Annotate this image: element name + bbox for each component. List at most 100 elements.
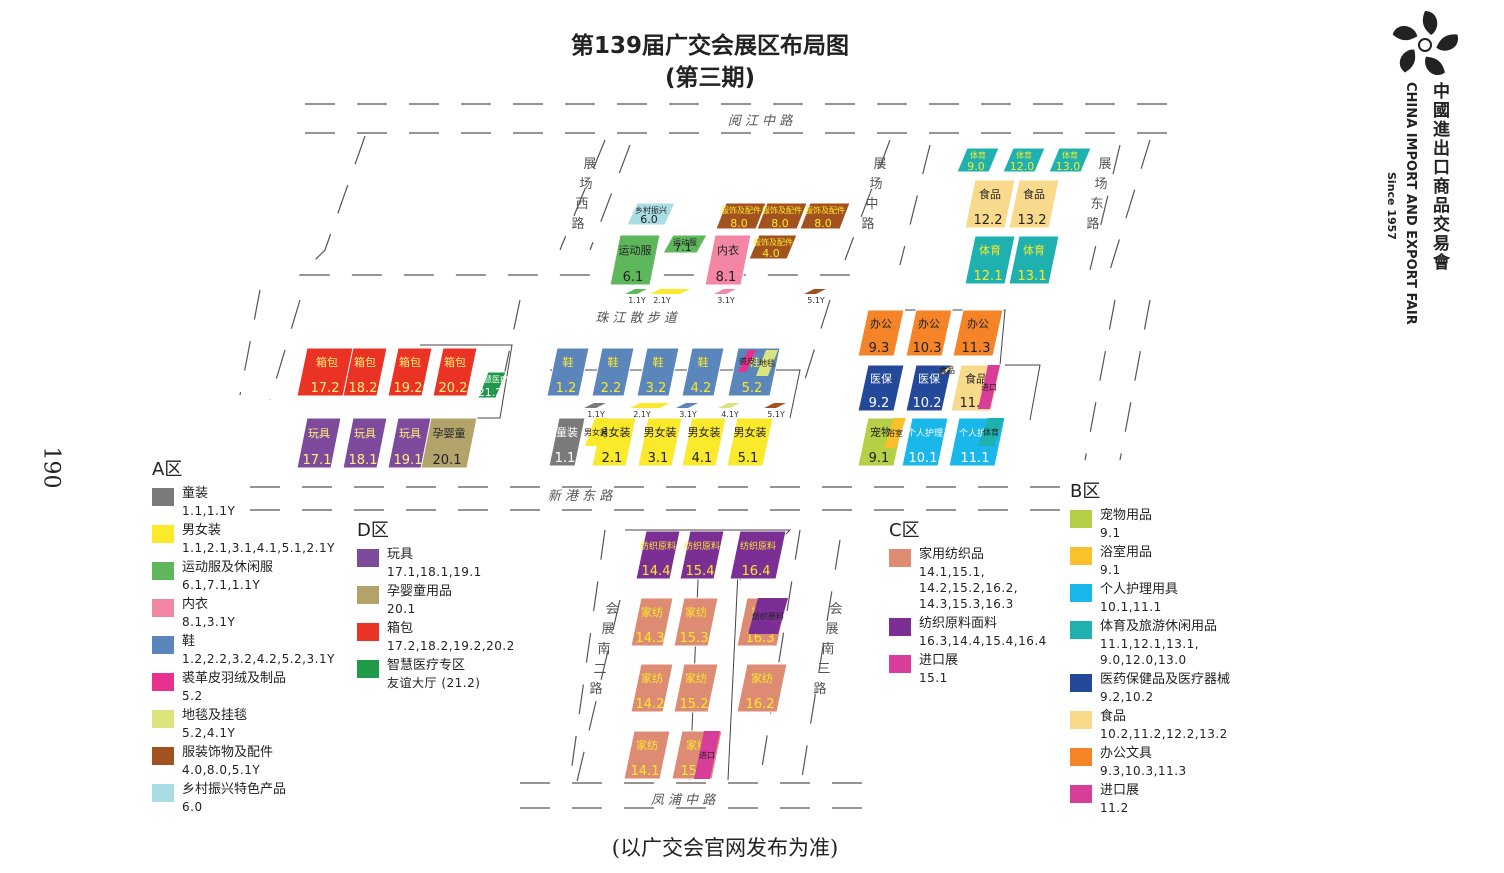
road-label-text: 珠 江 散 步 道	[595, 311, 679, 326]
hall-9-0[interactable]: 体育9.0	[956, 147, 1000, 173]
legend-swatch	[889, 618, 911, 636]
hall-label: 玩具	[399, 427, 421, 440]
footnote: (以广交会官网发布为准)	[611, 836, 839, 860]
hall-4-2[interactable]: 鞋4.2	[681, 347, 725, 397]
legend-item-codes: 14.1,15.1, 14.2,15.2,16.2, 14.3,15.3,16.…	[919, 565, 1019, 611]
hall-number: 15.3	[680, 631, 709, 646]
legend-swatch	[1070, 510, 1092, 528]
legend-swatch	[1070, 547, 1092, 565]
road-label-char: 会	[829, 602, 842, 617]
road-label-char: 展	[601, 622, 614, 637]
hall-3-2[interactable]: 鞋3.2	[636, 347, 680, 397]
road-label-yuejiang: 阅 江 中 路	[728, 114, 793, 129]
hall-21-2[interactable]: 智慧医疗 21.2	[476, 371, 508, 399]
hall-label: 智慧医疗	[476, 374, 508, 384]
road-label-char: 路	[571, 216, 584, 232]
legend-item-codes: 9.1	[1100, 563, 1121, 577]
hall-label: 服饰及配件	[721, 205, 761, 215]
legend-swatch	[152, 599, 174, 617]
road-label-char: 南	[597, 641, 610, 657]
hall-number: 9.1	[869, 451, 890, 466]
legend-swatch	[1070, 674, 1092, 692]
hall-overlay-label: 纺织原料	[752, 611, 784, 621]
legend-swatch	[1070, 711, 1092, 729]
platform-tag-label: 1.1Y	[587, 410, 605, 419]
hall-1-1[interactable]: 童装1.1	[548, 417, 586, 467]
hall-label: 童装	[556, 425, 578, 439]
hall-overlay: 体育	[978, 418, 1004, 446]
hall-shape	[637, 417, 683, 467]
hall-shape	[956, 147, 1000, 173]
hall-number: 21.2	[478, 386, 503, 399]
hall-1-2[interactable]: 鞋1.2	[546, 347, 590, 397]
hall-number: 12.0	[1010, 160, 1035, 173]
platform-tag: 1.1Y	[625, 289, 647, 305]
hall-8-1[interactable]: 内衣8.1	[704, 234, 752, 286]
hall-label: 玩具	[354, 427, 376, 440]
hall-label: 鞋	[653, 355, 664, 369]
hall-number: 8.0	[814, 217, 832, 230]
road-label-text: 阅 江 中 路	[728, 114, 793, 129]
hall-shape	[964, 179, 1016, 229]
hall-9-2[interactable]: 医保9.2	[857, 364, 905, 412]
legend-item: 智慧医疗专区友谊大厅 (21.2)	[357, 658, 480, 695]
hall-shape	[1008, 235, 1060, 285]
hall-number: 12.1	[974, 269, 1003, 284]
hall-shape	[1002, 147, 1046, 173]
road-label-zhujiang: 珠 江 散 步 道	[595, 311, 679, 326]
hall-number: 9.2	[869, 396, 890, 411]
legend-d-title: D区	[357, 520, 389, 541]
legend-item-name: 地毯及挂毯	[182, 708, 248, 723]
hall-shape	[901, 417, 949, 467]
legend-b-title: B区	[1070, 481, 1101, 502]
hall-shape	[623, 730, 671, 780]
hall-2-2[interactable]: 鞋2.2	[591, 347, 635, 397]
hall-9-3[interactable]: 办公9.3	[857, 309, 905, 357]
